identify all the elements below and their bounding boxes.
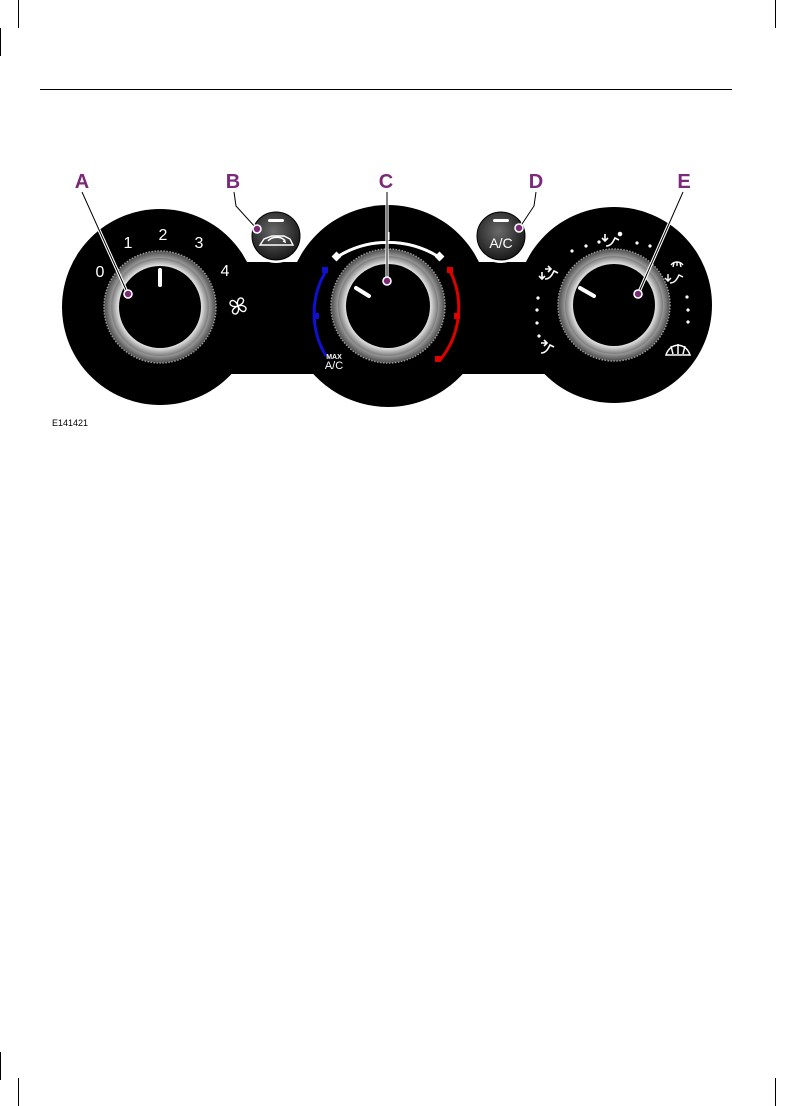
fan-scale-1: 1 — [124, 235, 133, 252]
fan-icon — [230, 298, 246, 314]
fan-scale-2: 2 — [159, 227, 168, 244]
callout-c: C — [379, 171, 393, 193]
climate-control-figure: 0 1 2 3 4 MAX A — [0, 0, 794, 440]
crop-mark-bottom-left-side — [0, 1052, 1, 1080]
max-ac-label-ac: A/C — [325, 360, 343, 372]
fan-scale-4: 4 — [221, 263, 230, 280]
fan-scale-0: 0 — [96, 264, 105, 281]
air-distribution-dial[interactable] — [558, 249, 670, 361]
ac-indicator — [493, 219, 509, 222]
crop-mark-bottom-left — [18, 1078, 19, 1106]
crop-mark-bottom-right — [775, 1078, 776, 1106]
recirculation-button[interactable] — [249, 209, 303, 263]
ac-button-label: A/C — [489, 235, 512, 251]
fan-scale-3: 3 — [195, 235, 204, 252]
callout-a: A — [75, 171, 89, 193]
figure-id: E141421 — [52, 418, 88, 428]
callout-e: E — [677, 171, 690, 193]
fan-speed-dial[interactable] — [104, 251, 216, 363]
callout-d: D — [529, 171, 543, 193]
callout-b: B — [226, 171, 240, 193]
recirculation-indicator — [268, 219, 284, 222]
